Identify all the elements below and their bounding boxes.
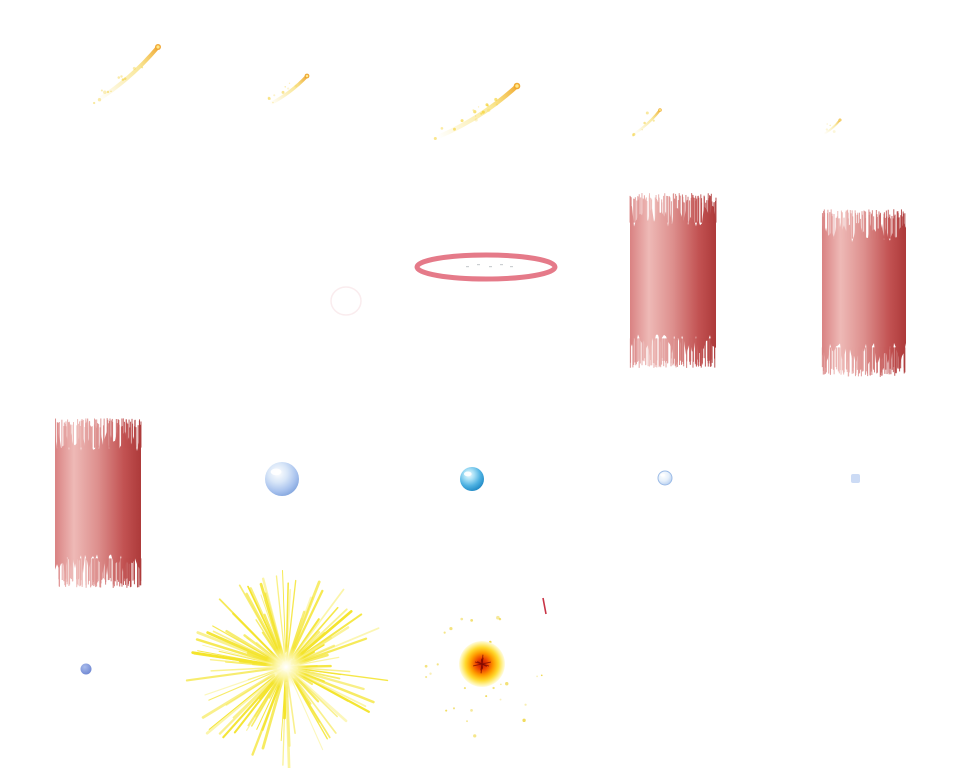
comet-spark-5 [823,118,842,135]
red-streak [542,597,547,615]
comet-spark-2 [267,73,310,106]
pink-ellipse-ring [414,252,558,282]
yellow-starburst [185,569,389,768]
red-cylinder-1 [629,193,717,368]
blue-pixel-tiny [851,474,860,483]
red-cylinder-2 [821,209,906,377]
orange-glow-ball [424,615,543,738]
red-cylinder-3 [55,418,142,588]
comet-spark-1 [92,44,161,105]
blue-bubble-large [265,462,299,496]
comet-spark-4 [632,108,662,137]
faint-halo-ring [330,286,362,316]
blue-bubble-medium [460,467,484,491]
blue-dot [80,663,92,675]
comet-spark-3 [433,82,521,141]
blue-bubble-small [657,470,673,486]
